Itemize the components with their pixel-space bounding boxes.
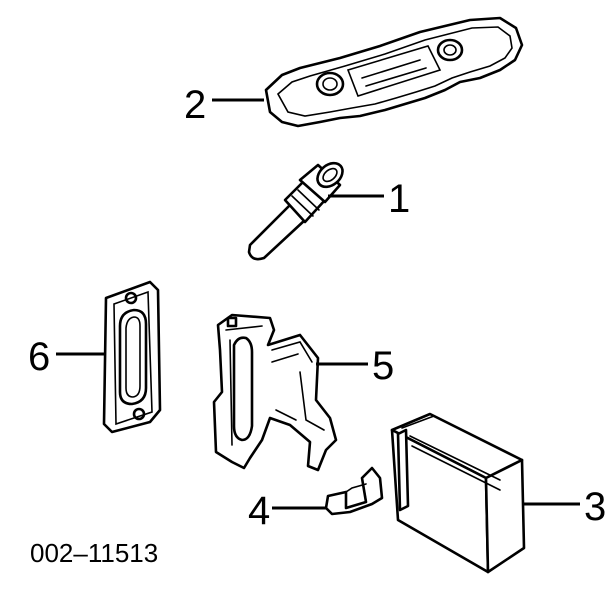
- reference-code: 002–11513: [30, 538, 158, 568]
- callout-2: 2: [184, 83, 206, 127]
- callout-3: 3: [584, 485, 606, 529]
- callout-4: 4: [248, 489, 270, 533]
- callout-1: 1: [388, 177, 410, 221]
- part-1-sensor: [247, 161, 344, 261]
- part-5-mounting-bracket: [212, 313, 338, 472]
- part-3-control-module: [390, 412, 526, 574]
- part-4-clip: [324, 466, 384, 516]
- part-2-cover-gasket: [264, 16, 524, 128]
- callout-5: 5: [372, 344, 394, 388]
- part-6-connector-frame: [102, 280, 162, 434]
- callout-6: 6: [28, 335, 50, 379]
